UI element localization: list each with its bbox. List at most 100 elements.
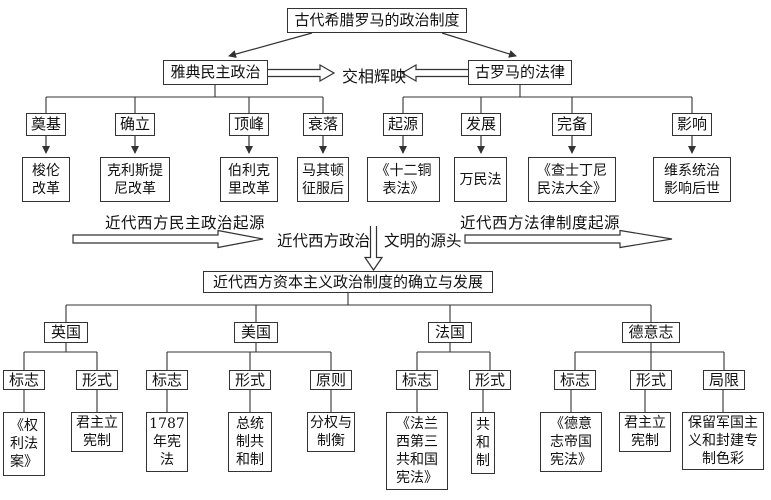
athens-stage-3-label: 衰落 <box>307 115 338 133</box>
de-aspect-2-box: 局限 <box>703 370 745 390</box>
athens-stage-1-box: 确立 <box>115 113 155 136</box>
title-to-athens-arrow <box>228 32 313 58</box>
law-origin-arrow <box>464 229 673 249</box>
uk-leaf-constitutional-monarchy: 君主立 宪制 <box>71 412 123 452</box>
de-leaf-1-text: 君主立 宪制 <box>624 415 666 449</box>
de-aspect-0-box: 标志 <box>554 370 596 390</box>
de-leaf-empire-constitution: 《德意 志帝国 宪法》 <box>540 412 602 472</box>
rome-stage-0-label: 起源 <box>387 115 418 133</box>
title-box: 古代希腊罗马的政治制度 <box>287 8 467 33</box>
athens-detail-2-box: 伯利克 里改革 <box>220 157 278 202</box>
athens-label: 雅典民主政治 <box>170 63 261 81</box>
us-aspect-0-label: 标志 <box>151 370 182 389</box>
athens-box: 雅典民主政治 <box>163 60 268 85</box>
law-origin-caption: 近代西方法律制度起源 <box>459 214 620 232</box>
fr-leaf-0-text: 《法兰 西第三 共和国 宪法》 <box>396 416 438 486</box>
de-aspect-1-box: 形式 <box>630 370 672 390</box>
de-aspect-1-label: 形式 <box>635 370 666 389</box>
de-leaf-0-text: 《德意 志帝国 宪法》 <box>550 416 592 468</box>
country-de-label: 德意志 <box>628 323 674 341</box>
rome-box: 古罗马的法律 <box>468 60 572 85</box>
athens-detail-0-box: 梭伦 改革 <box>22 157 70 202</box>
us-aspect-2-label: 原则 <box>315 370 346 389</box>
de-leaf-2-text: 保留军国主 义和封建专 制色彩 <box>688 415 758 467</box>
athens-branch-connector <box>45 85 324 113</box>
athens-to-mutual-arrow <box>268 63 336 83</box>
us-leaf-0-text: 1787 年宪 法 <box>149 416 185 468</box>
rome-label: 古罗马的法律 <box>474 63 565 81</box>
country-de-box: 德意志 <box>622 322 680 343</box>
us-leaf-2-text: 分权与 制衡 <box>310 415 352 449</box>
rome-detail-0-box: 《十二铜 表法》 <box>367 157 440 202</box>
uk-aspect-0-box: 标志 <box>3 370 45 390</box>
title-to-rome-arrow <box>441 32 517 58</box>
uk-leaf-0-text: 《权 利法 案》 <box>10 418 38 470</box>
aspect-leaf-connectors <box>23 390 724 412</box>
us-leaf-checks-balances: 分权与 制衡 <box>307 412 355 452</box>
modern-title-box: 近代西方资本主义政治制度的确立与发展 <box>203 271 493 293</box>
country-us-label: 美国 <box>240 323 271 341</box>
center-text-left: 近代西方政治 <box>277 232 371 250</box>
rome-detail-2-box: 《查士丁尼 民法大全》 <box>528 157 616 202</box>
uk-aspect-0-label: 标志 <box>8 370 39 389</box>
athens-detail-1-text: 克利斯提 尼改革 <box>107 162 163 197</box>
rome-stage-0-box: 起源 <box>383 113 423 136</box>
stage-detail-arrows <box>42 136 696 154</box>
country-uk-box: 英国 <box>44 322 88 343</box>
fr-aspect-0-label: 标志 <box>401 370 432 389</box>
uk-aspect-1-box: 形式 <box>76 370 118 390</box>
fr-subtree-connector <box>416 343 491 370</box>
country-uk-label: 英国 <box>50 323 81 341</box>
athens-detail-3-text: 马其顿 征服后 <box>302 162 344 197</box>
us-leaf-presidential-republic: 总统 制共 和制 <box>228 412 272 472</box>
athens-detail-1-box: 克利斯提 尼改革 <box>100 157 170 202</box>
fr-leaf-republic: 共 和 制 <box>471 412 495 474</box>
center-down-arrow <box>363 226 384 272</box>
center-text-right: 文明的源头 <box>384 232 462 250</box>
fr-aspect-0-box: 标志 <box>396 370 438 390</box>
fr-leaf-1-text: 共 和 制 <box>476 417 490 469</box>
us-aspect-0-box: 标志 <box>146 370 188 390</box>
de-leaf-constitutional-monarchy: 君主立 宪制 <box>619 412 671 452</box>
modern-tree-connector <box>65 293 652 322</box>
democracy-origin-arrow <box>72 229 264 249</box>
athens-detail-2-text: 伯利克 里改革 <box>228 162 270 197</box>
us-leaf-1-text: 总统 制共 和制 <box>236 416 264 468</box>
rome-stage-1-box: 发展 <box>461 113 501 136</box>
athens-stage-0-box: 奠基 <box>26 113 66 136</box>
athens-stage-3-box: 衰落 <box>303 113 343 136</box>
us-aspect-1-box: 形式 <box>229 370 271 390</box>
rome-detail-3-box: 维系统治 影响后世 <box>653 157 731 202</box>
uk-aspect-1-label: 形式 <box>81 370 112 389</box>
country-fr-box: 法国 <box>428 322 472 343</box>
us-subtree-connector <box>166 343 332 370</box>
de-aspect-2-label: 局限 <box>708 370 739 389</box>
athens-stage-2-label: 顶峰 <box>233 115 264 133</box>
rome-detail-1-box: 万民法 <box>454 157 507 202</box>
democracy-origin-caption: 近代西方民主政治起源 <box>104 214 265 232</box>
uk-leaf-1-text: 君主立 宪制 <box>76 415 118 449</box>
athens-stage-0-label: 奠基 <box>30 115 61 133</box>
athens-stage-1-label: 确立 <box>119 115 150 133</box>
fr-aspect-1-label: 形式 <box>474 370 505 389</box>
fr-aspect-1-box: 形式 <box>469 370 511 390</box>
athens-detail-3-box: 马其顿 征服后 <box>297 157 349 202</box>
country-fr-label: 法国 <box>434 323 465 341</box>
country-us-box: 美国 <box>234 322 278 343</box>
de-subtree-connector <box>574 343 725 370</box>
de-leaf-limitation: 保留军国主 义和封建专 制色彩 <box>682 412 764 470</box>
uk-leaf-bill-of-rights: 《权 利法 案》 <box>3 412 45 476</box>
athens-detail-0-text: 梭伦 改革 <box>32 162 60 197</box>
rome-detail-1-text: 万民法 <box>459 171 502 188</box>
de-aspect-0-label: 标志 <box>559 370 590 389</box>
rome-detail-0-text: 《十二铜 表法》 <box>375 162 432 197</box>
us-leaf-1787-constitution: 1787 年宪 法 <box>146 412 188 472</box>
rome-stage-1-label: 发展 <box>465 115 496 133</box>
us-aspect-2-box: 原则 <box>310 370 352 390</box>
uk-subtree-connector <box>23 343 98 370</box>
modern-title-text: 近代西方资本主义政治制度的确立与发展 <box>212 272 483 291</box>
rome-branch-connector <box>402 85 693 113</box>
rome-detail-2-text: 《查士丁尼 民法大全》 <box>537 162 607 197</box>
